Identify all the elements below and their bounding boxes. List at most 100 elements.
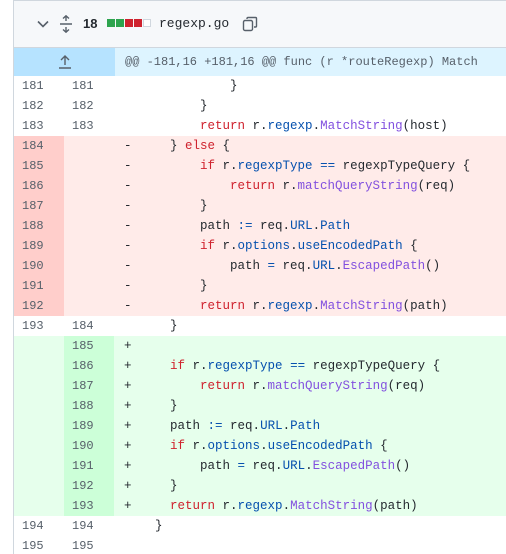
code-token: MatchString <box>290 499 373 513</box>
code-token: if <box>170 359 186 373</box>
file-name[interactable]: regexp.go <box>159 16 230 31</box>
new-line-number[interactable]: 195 <box>64 536 114 554</box>
code-token: (path) <box>402 299 448 313</box>
code-content: if r.regexpType == regexpTypeQuery { <box>140 156 470 176</box>
new-line-number[interactable]: 189 <box>64 416 114 436</box>
old-line-number[interactable]: 184 <box>14 136 64 156</box>
file-header: 18 regexp.go <box>14 1 506 48</box>
diff-sign: - <box>124 199 132 213</box>
old-line-number[interactable]: 183 <box>14 116 64 136</box>
code-token: return <box>200 119 246 133</box>
old-line-number[interactable]: 191 <box>14 276 64 296</box>
new-line-number[interactable]: 194 <box>64 516 114 536</box>
diff-line: 188- path := req.URL.Path <box>14 216 506 236</box>
code-token: req. <box>245 459 283 473</box>
code-token: path <box>170 419 208 433</box>
new-line-number[interactable]: 192 <box>64 476 114 496</box>
new-line-number[interactable]: 183 <box>64 116 114 136</box>
old-line-number[interactable]: 189 <box>14 236 64 256</box>
new-line-number[interactable]: 190 <box>64 436 114 456</box>
diffstat-block <box>143 19 151 27</box>
code-token: regexp <box>237 499 283 513</box>
code-token <box>283 359 291 373</box>
diff-line: 186- return r.matchQueryString(req) <box>14 176 506 196</box>
old-line-number[interactable]: 181 <box>14 76 64 96</box>
new-line-number[interactable]: 184 <box>64 316 114 336</box>
new-line-number[interactable]: 182 <box>64 96 114 116</box>
code-token: regexp <box>267 119 313 133</box>
diff-sign: - <box>124 279 132 293</box>
code-token: URL <box>290 219 313 233</box>
new-line-number[interactable]: 193 <box>64 496 114 516</box>
hunk-header: @@ -181,16 +181,16 @@ func (r *routeRege… <box>14 48 506 76</box>
code-content: path := req.URL.Path <box>140 216 350 236</box>
old-line-number[interactable]: 193 <box>14 316 64 336</box>
diff-sign: - <box>124 139 132 153</box>
new-line-number[interactable]: 188 <box>64 396 114 416</box>
code-token: } <box>170 399 178 413</box>
expand-all-icon[interactable] <box>59 15 73 33</box>
code-token: r. <box>215 499 238 513</box>
code-token: () <box>425 259 441 273</box>
code-token: . <box>312 299 321 313</box>
old-line-number[interactable]: 186 <box>14 176 64 196</box>
diff-line: 189- if r.options.useEncodedPath { <box>14 236 506 256</box>
code-token: } <box>170 319 178 333</box>
new-line-number[interactable]: 181 <box>64 76 114 96</box>
diff-sign: - <box>124 259 132 273</box>
code-token: else <box>185 139 216 153</box>
diff-line: 189+ path := req.URL.Path <box>14 416 506 436</box>
new-line-number[interactable]: 185 <box>64 336 114 356</box>
new-line-number[interactable]: 191 <box>64 456 114 476</box>
diff-sign: + <box>124 339 132 353</box>
old-line-number[interactable]: 182 <box>14 96 64 116</box>
diff-sign: + <box>124 459 132 473</box>
code-content: } <box>140 76 238 96</box>
code-token: r. <box>245 119 268 133</box>
old-line-number[interactable]: 188 <box>14 216 64 236</box>
code-token: options <box>207 439 261 453</box>
old-line-number[interactable]: 192 <box>14 296 64 316</box>
old-line-number[interactable]: 187 <box>14 196 64 216</box>
expand-up-button[interactable] <box>14 48 115 76</box>
hunk-header-text: @@ -181,16 +181,16 @@ func (r *routeRege… <box>125 55 478 69</box>
code-token: return <box>170 499 216 513</box>
code-token: return <box>230 179 276 193</box>
diff-sign: - <box>124 159 132 173</box>
code-token: } <box>155 519 163 533</box>
diff-sign: - <box>124 179 132 193</box>
code-token: regexp <box>267 299 313 313</box>
copy-icon[interactable] <box>242 16 258 32</box>
new-line-number[interactable]: 187 <box>64 376 114 396</box>
code-content: } <box>140 96 208 116</box>
code-token: == <box>320 159 336 173</box>
code-content: return r.regexp.MatchString(path) <box>140 296 448 316</box>
code-token: } <box>170 479 178 493</box>
code-token: Path <box>320 219 351 233</box>
diff-sign: - <box>124 299 132 313</box>
code-token: = <box>237 459 246 473</box>
chevron-down-icon[interactable] <box>36 17 50 31</box>
code-token: regexpTypeQuery { <box>305 359 441 373</box>
code-token: (req) <box>387 379 426 393</box>
old-line-number[interactable]: 194 <box>14 516 64 536</box>
diff-line: 190- path = req.URL.EscapedPath() <box>14 256 506 276</box>
diffstat-block <box>116 19 124 27</box>
code-token: r. <box>245 379 268 393</box>
code-token: URL <box>260 419 283 433</box>
old-line-number[interactable]: 190 <box>14 256 64 276</box>
old-line-number[interactable]: 195 <box>14 536 64 554</box>
expand-up-icon <box>59 55 71 69</box>
code-content: path := req.URL.Path <box>140 416 320 436</box>
diffstat-block <box>134 19 142 27</box>
diff-sign: + <box>124 499 132 513</box>
code-token: { <box>402 239 418 253</box>
diffstat-block <box>107 19 115 27</box>
code-token: path <box>230 259 268 273</box>
new-line-number[interactable]: 186 <box>64 356 114 376</box>
code-token: . <box>282 419 291 433</box>
code-token: Path <box>290 419 321 433</box>
old-line-number[interactable]: 185 <box>14 156 64 176</box>
